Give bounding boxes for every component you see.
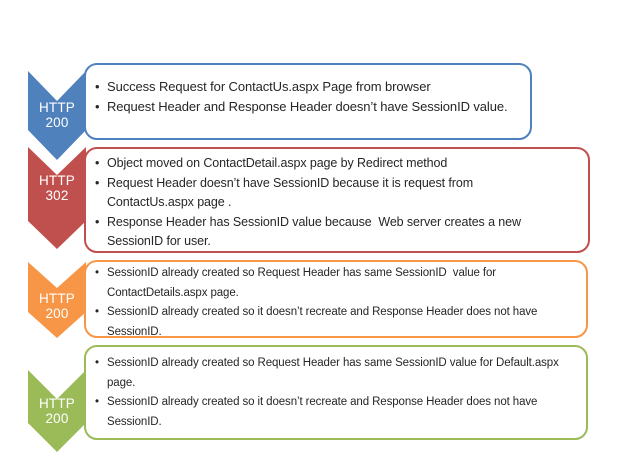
badge-protocol-label: HTTP — [38, 396, 76, 411]
chevron-step-4: HTTP 200 — [28, 370, 86, 452]
bullet-item: Request Header doesn’t have SessionID be… — [94, 174, 562, 213]
bullet-item: SessionID already created so it doesn’t … — [94, 303, 577, 342]
bullet-list: SessionID already created so Request Hea… — [94, 264, 577, 342]
chevron-down-shape — [28, 262, 86, 338]
badge-status-code: 302 — [45, 188, 69, 203]
step-1-description-box: Success Request for ContactUs.aspx Page … — [84, 63, 532, 140]
step-3-description-box: SessionID already created so Request Hea… — [84, 260, 588, 338]
bullet-item: SessionID already created so it doesn’t … — [94, 393, 577, 432]
bullet-list: SessionID already created so Request Hea… — [94, 354, 577, 432]
bullet-list: Success Request for ContactUs.aspx Page … — [94, 77, 512, 116]
bullet-item: Object moved on ContactDetail.aspx page … — [94, 154, 562, 174]
badge-protocol-label: HTTP — [38, 100, 76, 115]
badge-status-code: 200 — [45, 306, 69, 321]
step-3-badge: HTTP 200 — [28, 291, 86, 321]
chevron-down-shape — [28, 370, 86, 452]
step-4-badge: HTTP 200 — [28, 396, 86, 426]
chevron-step-3: HTTP 200 — [28, 262, 86, 338]
step-2-badge: HTTP 302 — [28, 173, 86, 203]
step-2-description-box: Object moved on ContactDetail.aspx page … — [84, 147, 590, 253]
badge-protocol-label: HTTP — [38, 291, 76, 306]
bullet-item: Request Header and Response Header doesn… — [94, 97, 512, 117]
bullet-item: SessionID already created so Request Hea… — [94, 264, 577, 303]
bullet-item: Response Header has SessionID value beca… — [94, 213, 562, 252]
badge-status-code: 200 — [45, 115, 69, 130]
chevron-step-1: HTTP 200 — [28, 71, 86, 160]
badge-protocol-label: HTTP — [38, 173, 76, 188]
bullet-list: Object moved on ContactDetail.aspx page … — [94, 154, 562, 252]
chevron-step-2: HTTP 302 — [28, 147, 86, 249]
step-1-badge: HTTP 200 — [28, 100, 86, 130]
badge-status-code: 200 — [45, 411, 69, 426]
bullet-item: SessionID already created so Request Hea… — [94, 354, 577, 393]
step-4-description-box: SessionID already created so Request Hea… — [84, 345, 588, 440]
chevron-down-shape — [28, 71, 86, 160]
bullet-item: Success Request for ContactUs.aspx Page … — [94, 77, 512, 97]
chevron-down-shape — [28, 147, 86, 249]
